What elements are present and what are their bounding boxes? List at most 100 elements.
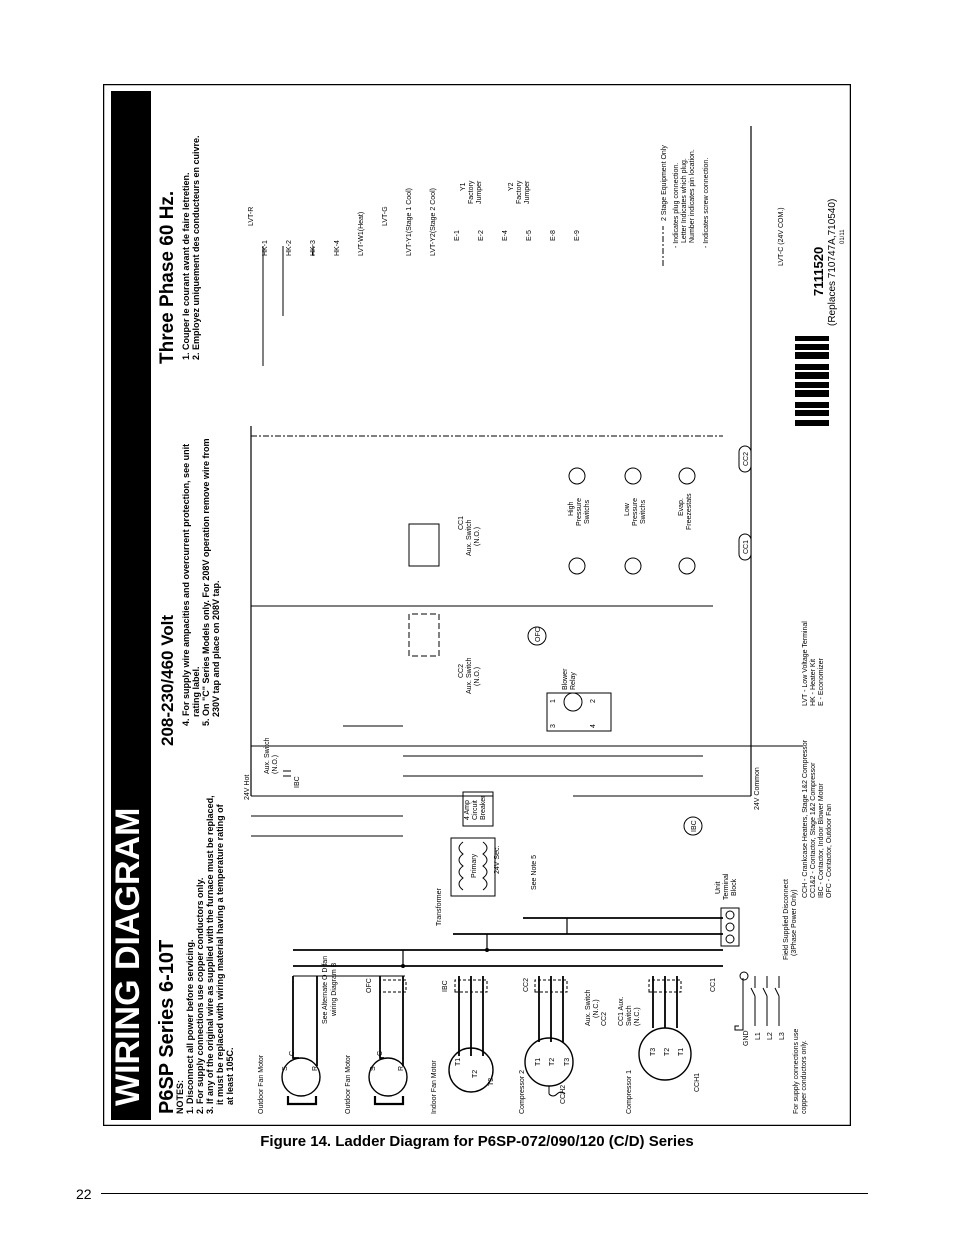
cc2-aux-tag: CC2 xyxy=(601,1012,608,1026)
t1: T1 xyxy=(535,1058,542,1066)
notes-block: NOTES: 1. Disconnect all power before se… xyxy=(175,135,235,1114)
disconnect-label-2: (3Phase Power Only) xyxy=(791,889,798,956)
note-4: 4. For supply wire ampacities and overcu… xyxy=(181,444,191,726)
cc2-coil xyxy=(738,445,752,473)
gnd-label: GND xyxy=(743,1030,750,1046)
t3: T3 xyxy=(650,1048,657,1056)
barcode xyxy=(795,336,829,426)
legend-plug-2: Letter Indicates which plug. xyxy=(681,158,688,243)
terminal-lvt-r: LVT-R xyxy=(248,207,255,226)
t3: T3 xyxy=(564,1058,571,1066)
phase-title: Three Phase 60 Hz. xyxy=(157,191,178,364)
cc1-aux-sw-label-1: CC1 xyxy=(458,516,465,530)
legend-abbr-1: CCH - Crankcase Heaters, Stage 1&2 Compr… xyxy=(802,739,809,898)
outdoor-fan-1-motor xyxy=(281,1057,321,1097)
compressor-1-label: Compressor 1 xyxy=(626,1070,633,1114)
breaker-label-2: Circuit xyxy=(472,800,479,820)
transformer-primary: Primary xyxy=(471,853,478,878)
cc2-aux-label: Aux. Switch xyxy=(585,989,592,1026)
pin-r: R xyxy=(398,1066,405,1071)
part-number: 7111520 xyxy=(811,247,826,296)
cc1-aux-nc-1: CC1 Aux. xyxy=(618,996,625,1026)
page-footer-rule xyxy=(101,1193,868,1194)
high-label-2: Pressure xyxy=(576,498,583,526)
terminal-e8: E-8 xyxy=(550,230,557,241)
legend-abbr-5: LVT - Low Voltage Terminal xyxy=(802,621,809,706)
note-1: 1. Disconnect all power before servicing… xyxy=(185,939,195,1114)
l2-label: L2 xyxy=(767,1032,774,1040)
terminal-lvt-c: LVT-C (24V COM.) xyxy=(778,207,785,266)
legend-abbr-6: HK - Heater Kit xyxy=(810,659,817,706)
cc1-coil-label: CC1 xyxy=(743,540,750,554)
terminal-e1: E-1 xyxy=(454,230,461,241)
figure-caption: Figure 14. Ladder Diagram for P6SP-072/0… xyxy=(260,1133,694,1150)
terminal-hk3: HK-3 xyxy=(310,240,317,256)
voltage-title: 208-230/460 Volt xyxy=(158,615,177,746)
cch2-label: CCH2 xyxy=(560,1085,567,1104)
part-date: 01/11 xyxy=(840,229,846,244)
legend-abbr-2: CC1&2 - Contactor, Stage 1&2 Compressor xyxy=(810,762,817,898)
cc1-aux-sw-label-2: Aux. Switch xyxy=(466,519,473,556)
low-label-3: Switchs xyxy=(640,499,647,524)
note-4-cont: rating label. xyxy=(191,666,201,717)
ibc-coil xyxy=(683,816,703,836)
note-3-cont-a: it must be replaced with wiring material… xyxy=(215,803,225,1105)
note-3-cont-b: at least 105C. xyxy=(225,1047,235,1105)
unit-terminal-block xyxy=(720,907,740,947)
note-fr-2: 2. Employez uniquement des conducteurs e… xyxy=(191,135,201,360)
t1: T1 xyxy=(678,1048,685,1056)
t2: T2 xyxy=(664,1048,671,1056)
cc2-contactor-label: CC2 xyxy=(523,978,530,992)
blower-relay-label-1: Blower xyxy=(562,668,569,690)
supply-note-2: copper conductors only. xyxy=(801,1040,808,1114)
transformer-label: Transformer xyxy=(436,887,443,926)
high-label-1: High xyxy=(568,501,575,516)
see-note-5: See Note 5 xyxy=(531,855,538,890)
hot-rail-label: 24V Hot xyxy=(244,775,251,800)
high-pressure-switches: High Pressure Switchs xyxy=(568,467,591,575)
control-ladder: 24V Hot 24V Common Aux. Switch (N.O.) IB… xyxy=(244,126,833,898)
terminal-hk1: HK-1 xyxy=(262,240,269,256)
legend-screw: - Indicates screw connection. xyxy=(703,158,710,248)
l3-label: L3 xyxy=(779,1032,786,1040)
jumper-y1-factory: Factory xyxy=(468,180,475,204)
jumper-y2-jumper: Jumper xyxy=(524,180,531,204)
ibc-aux-label-2: (N.O.) xyxy=(272,755,279,774)
transformer xyxy=(450,837,496,897)
terminal-lvt-y1: LVT-Y1(Stage 1 Cool) xyxy=(406,188,413,256)
l1-label: L1 xyxy=(755,1032,762,1040)
jumper-y2-tag: Y2 xyxy=(508,182,515,191)
outdoor-fan-2-label: Outdoor Fan Motor xyxy=(345,1054,352,1114)
ofc-coil-label: OFC xyxy=(535,627,542,642)
cc1-contactor-label: CC1 xyxy=(710,978,717,992)
terminal-lvt-g: LVT-G xyxy=(382,206,389,226)
cc2-aux-nc: (N.C.) xyxy=(593,999,600,1018)
banner-title: WIRING DIAGRAM xyxy=(109,808,147,1106)
note-5-cont: 230V tap and place on 208V tap. xyxy=(211,580,221,717)
legend-plug-1: - Indicates plug connection. xyxy=(673,163,680,248)
indoor-fan-label: Indoor Fan Motor xyxy=(431,1060,438,1114)
pin-s: S xyxy=(282,1066,289,1071)
ibc-contactor-label: IBC xyxy=(442,980,449,992)
breaker-label-3: Breaker xyxy=(480,795,487,820)
transformer-secondary: 24V Sec. xyxy=(494,846,501,874)
jumper-y1-jumper: Jumper xyxy=(476,180,483,204)
relay-pin-2: 2 xyxy=(590,699,597,703)
legend-abbr-4: OFC - Contactor, Outdoor Fan xyxy=(826,804,833,898)
jumper-y1-tag: Y1 xyxy=(460,182,467,191)
terminal-lvt-w1: LVT-W1(Heat) xyxy=(358,212,365,256)
relay-pin-1: 1 xyxy=(550,699,557,703)
unit-terminal-2: Terminal xyxy=(723,873,730,900)
wiring-diagram: WIRING DIAGRAM P6SP Series 6-10T 208-230… xyxy=(102,83,852,1127)
ibc-coil-label: IBC xyxy=(691,820,698,832)
unit-terminal-3: Block xyxy=(731,878,738,896)
ibc-aux-label-1: Aux. Switch xyxy=(264,737,271,774)
disconnect-label-1: Field Supplied Disconnect xyxy=(783,879,790,960)
breaker-label-1: 4 Amp xyxy=(464,800,471,820)
page-number: 22 xyxy=(76,1186,92,1202)
legend-plug-3: Number indicates pin location. xyxy=(689,149,696,243)
low-label-1: Low xyxy=(624,502,631,516)
legend-stage2: 2 Stage Equipment Only xyxy=(661,145,668,221)
title-banner xyxy=(111,91,151,1120)
cc1-aux-switch xyxy=(408,523,440,567)
